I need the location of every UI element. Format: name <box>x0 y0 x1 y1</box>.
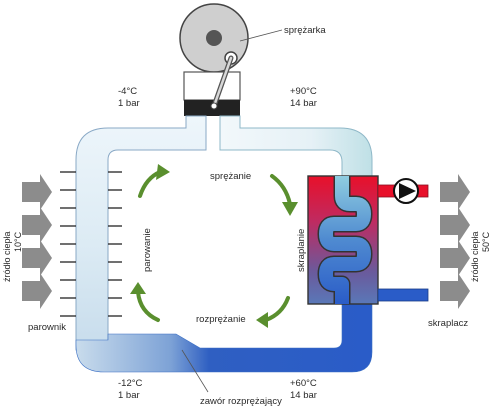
cond-out-temp: +60°C <box>290 378 317 389</box>
heat-in-arrows <box>22 174 52 309</box>
inlet-temp: -4°C <box>118 86 137 97</box>
compressor <box>179 3 249 116</box>
source-left-line2: 10°C <box>13 231 23 252</box>
source-right-line1: źródło ciepła <box>470 231 480 282</box>
pipe-top-left <box>75 115 207 351</box>
expansion-label: rozprężanie <box>196 314 246 325</box>
cycle-arrows <box>136 170 292 322</box>
valve-leader <box>181 349 209 393</box>
heat-out-arrows <box>440 174 470 309</box>
low-pressure: 1 bar <box>118 390 140 401</box>
outlet-pressure: 14 bar <box>290 98 317 109</box>
pump-icon <box>393 178 419 204</box>
evaporator-fins <box>60 171 122 317</box>
condensation-label: skraplanie <box>296 229 307 272</box>
source-left-line1: źródło ciepła <box>2 231 12 282</box>
compressor-leader <box>239 29 283 42</box>
cold-water-inlet <box>377 288 429 302</box>
cond-out-pressure: 14 bar <box>290 390 317 401</box>
condenser-label: skraplacz <box>428 318 468 329</box>
evaporation-label: parowanie <box>142 228 153 272</box>
cycle-arrowheads <box>130 164 298 328</box>
compressor-label: sprężarka <box>284 25 326 36</box>
source-right-line2: 50°C <box>481 231 491 252</box>
evaporator-label: parownik <box>28 322 66 333</box>
pipe-bottom <box>75 299 373 373</box>
low-temp: -12°C <box>118 378 143 389</box>
outlet-temp: +90°C <box>290 86 317 97</box>
valve-label: zawór rozprężający <box>200 396 282 407</box>
inlet-pressure: 1 bar <box>118 98 140 109</box>
condenser <box>307 175 379 305</box>
compression-label: sprężanie <box>210 171 251 182</box>
